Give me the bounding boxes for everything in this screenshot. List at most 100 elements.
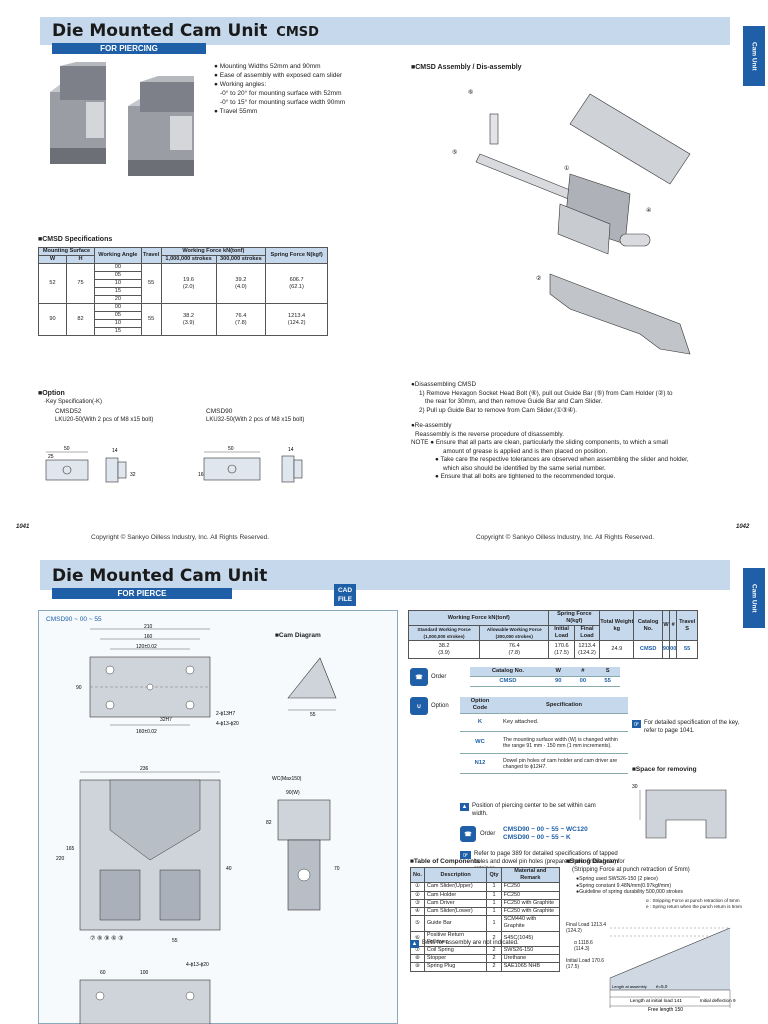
- th-catalog: Catalog No.: [633, 610, 663, 641]
- spec-cell: 10: [94, 279, 142, 288]
- feature-list: ● Mounting Widths 52mm and 90mm ● Ease o…: [214, 62, 384, 116]
- th-spring2: Spring Force N(kgf): [548, 610, 601, 626]
- order-head-hash: #: [570, 667, 596, 677]
- spec-cell-f1: 38.2(3.9): [160, 303, 217, 336]
- order-label: Order: [431, 674, 447, 680]
- th-spring: Spring Force N(kgf): [265, 247, 328, 264]
- order-code-table: Catalog No. W # S CMSD 90 00 55: [470, 667, 620, 687]
- spring-note-alpha: α : Stripping Force at punch retraction …: [646, 898, 740, 903]
- refer-icon-2: ☞: [460, 851, 471, 859]
- svg-text:④: ④: [646, 207, 651, 214]
- w90-text: 90(W): [286, 790, 300, 796]
- svg-text:⑤: ⑤: [452, 149, 457, 156]
- order-val-s: 55: [595, 676, 620, 687]
- order2-line-1: CMSD90 ~ 00 ~ 55 ~ WC120: [503, 826, 588, 833]
- th-travel: Travel: [140, 247, 162, 264]
- component-cell: 1: [486, 890, 502, 900]
- top-side-tab[interactable]: Cam Unit: [743, 26, 765, 86]
- spec-cell-f2: 39.2(4.0): [215, 263, 267, 304]
- spec-cell: 52: [37, 263, 68, 304]
- th-angle: Working Angle: [94, 247, 142, 264]
- component-cell: FC250: [500, 882, 561, 892]
- opt-head-code: Option Code: [460, 697, 500, 714]
- option-table: Option Code Specification K Key attached…: [460, 697, 628, 774]
- component-cell: FC250: [500, 890, 561, 900]
- spec-cell: 15: [94, 287, 142, 296]
- spring-notes: α : Stripping Force at punch retraction …: [646, 898, 742, 910]
- option-magnet-icon: ∪: [410, 697, 428, 715]
- spec-cell-f1: 19.6(2.0): [160, 263, 217, 304]
- cell-w: 90: [661, 640, 671, 659]
- note-1b: amount of grease is applied and is then …: [443, 447, 608, 455]
- initial-load-label: Initial Load 170.6(17.5): [566, 958, 605, 970]
- final-load-label: Final Load 1213.4(124.2): [566, 922, 607, 934]
- th-f2: 300,000 strokes: [215, 255, 267, 264]
- dim-60-text: 60: [100, 970, 106, 976]
- dim-210-text: 210: [144, 624, 153, 630]
- component-cell: ②: [410, 890, 425, 900]
- spec-row: 15: [39, 327, 328, 336]
- opt-head-spec: Specification: [500, 697, 628, 714]
- key-note: For detailed specification of the key, r…: [644, 720, 740, 734]
- disassembling-step-1b: the rear for 30mm, and then remove Guide…: [425, 398, 603, 405]
- initial-deflection-text: Initial deflection 9: [700, 998, 736, 1003]
- svg-text:②: ②: [536, 275, 541, 282]
- dim-14-text: 14: [112, 448, 118, 454]
- spec-cell: 90: [37, 303, 68, 336]
- feature-item: -0° to 15° for mounting surface width 90…: [220, 99, 346, 106]
- order-val-w: 90: [545, 676, 571, 687]
- svg-text:⑦ ⑧ ⑨ ⑥ ③: ⑦ ⑧ ⑨ ⑥ ③: [90, 935, 124, 942]
- th-hash: #: [669, 610, 678, 641]
- opt-spec-n12: Dowel pin holes of cam holder and cam dr…: [500, 753, 628, 774]
- free-length-text: Free length 150: [648, 1007, 683, 1013]
- cmsd90-label: CMSD90: [206, 408, 233, 415]
- component-cell: 1: [486, 907, 502, 917]
- bolts-note: Bolts for assembly are not indicated.: [422, 940, 519, 946]
- copyright-left: Copyright © Sankyo Oilless Industry, Inc…: [91, 534, 270, 541]
- order-head-s: S: [595, 667, 620, 677]
- dim-40-text: 40: [226, 866, 232, 872]
- space-title: ■Space for removing: [632, 766, 697, 773]
- cam-dim-55: 55: [310, 712, 316, 718]
- side-view-drawing: WC(Max150) 90(W) 82 70: [266, 776, 340, 911]
- svg-text:⑥: ⑥: [468, 89, 473, 96]
- spec-cell-spring: 606.7(62.1): [265, 263, 328, 304]
- component-cell: Cam Holder: [423, 890, 488, 900]
- components-title: ■Table of Components: [410, 858, 480, 865]
- feature-item: ● Ease of assembly with exposed cam slid…: [214, 72, 343, 79]
- order2-phone-icon: ☎: [460, 826, 476, 842]
- bottom-side-tab[interactable]: Cam Unit: [743, 568, 765, 628]
- dim-25-text: 25: [48, 454, 54, 460]
- spring-note-e: e : Spring return when the punch return …: [646, 904, 743, 909]
- feature-item: ● Travel 55mm: [214, 108, 258, 115]
- spring-chart: Length at initial load 141 Initial defle…: [609, 927, 736, 1013]
- dim-50-text: 50: [64, 446, 70, 452]
- bottom-header-band: [40, 560, 730, 590]
- cell-catalog: CMSD: [633, 640, 663, 659]
- order-phone-icon: ☎: [410, 668, 428, 686]
- components-table: No. Description Qty Material and Remark …: [410, 866, 561, 972]
- spec-cell: 05: [94, 311, 142, 320]
- page-number-right: 1042: [736, 524, 750, 530]
- dim-82-text: 82: [266, 820, 272, 826]
- len-initial-text: Length at initial load 141: [630, 998, 682, 1004]
- drawing-label: CMSD90 ~ 00 ~ 55: [46, 616, 102, 623]
- hole-spec-1: 2-ϕ13H7: [216, 711, 235, 717]
- th-w: W: [37, 255, 68, 264]
- cad-file-badge[interactable]: CAD FILE: [334, 584, 356, 606]
- component-cell: 1: [486, 882, 502, 892]
- reassembly-text: Reassembly is the reverse procedure of d…: [415, 430, 564, 438]
- spec-section-title: ■CMSD Specifications: [38, 236, 113, 243]
- spec-cell: 55: [140, 263, 162, 304]
- component-cell: FC250 with Graphite: [500, 898, 561, 909]
- note-label: NOTE: [411, 439, 429, 446]
- cmsd52-desc: LKU20-50(With 2 pcs of M8 x15 bolt): [55, 417, 154, 423]
- spring-line-3: ●Guideline of spring durability 500,000 …: [576, 889, 683, 895]
- component-cell: S45C(1045): [500, 930, 561, 948]
- component-cell: Spring Plug: [423, 962, 488, 972]
- cmsd52-label: CMSD52: [55, 408, 82, 415]
